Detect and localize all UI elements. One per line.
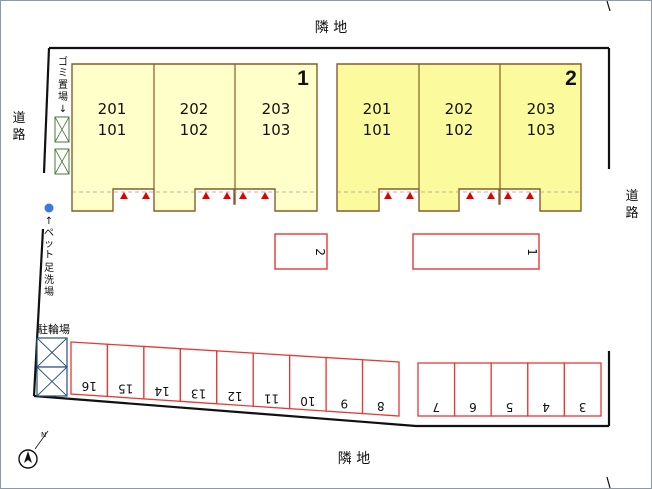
entrance-marker: [384, 192, 392, 199]
svg-text:場: 場: [44, 285, 54, 298]
entrance-marker: [487, 192, 495, 199]
svg-text:洗: 洗: [44, 274, 54, 286]
north-compass-icon: N: [18, 430, 49, 469]
b1-unit-103: 103: [262, 121, 291, 139]
b2-unit-102: 102: [445, 121, 474, 139]
b1-unit-202: 202: [180, 100, 209, 118]
svg-text:ト: ト: [44, 250, 54, 261]
parking-space-label: 12: [227, 389, 242, 403]
parking-row-right: 7 6 5 4 3: [417, 362, 602, 417]
svg-text:ッ: ッ: [44, 239, 54, 250]
b1-unit-203: 203: [262, 100, 291, 118]
b2-unit-203: 203: [527, 100, 556, 118]
entrance-marker: [202, 192, 210, 199]
parking-space-label: 14: [154, 384, 169, 398]
pet-wash-dot: [44, 203, 54, 213]
building-2-outline: [336, 63, 582, 212]
site-boundary-south: [33, 394, 609, 428]
svg-text:置: 置: [58, 79, 68, 91]
parking-space: [361, 359, 400, 417]
entrance-marker: [223, 192, 231, 199]
parking-space-label: 4: [542, 400, 550, 414]
parking-space-label: 9: [341, 396, 349, 410]
bicycle-rack-upper: [36, 337, 68, 368]
b1-unit-101: 101: [98, 121, 127, 139]
road-left-label-2: 路: [12, 127, 25, 143]
b1-unit-201: 201: [98, 100, 127, 118]
pet-wash-label: ↑ ペ ッ ト 足 洗 場: [44, 216, 54, 298]
svg-text:ペ: ペ: [44, 228, 54, 239]
entrance-marker: [406, 192, 414, 199]
building-1: 1 201 101 202 102 203 103: [71, 63, 318, 212]
svg-text:N: N: [41, 431, 46, 439]
entrance-markers: [120, 192, 534, 199]
svg-text:場: 場: [58, 90, 68, 103]
b1-unit-102: 102: [180, 121, 209, 139]
garbage-label: ゴ ミ 置 場 ↓: [58, 55, 68, 115]
building-2-number: 2: [565, 67, 577, 90]
bottom-right-edge: [606, 476, 611, 488]
site-boundary-west-lower: [32, 228, 45, 397]
entrance-marker: [142, 192, 150, 199]
building-1-outline: [71, 63, 318, 212]
b2-unit-201: 201: [363, 100, 392, 118]
parking-space-label: 3: [579, 400, 587, 414]
road-right-label-1: 道: [625, 189, 638, 204]
parking-space-1: 1: [412, 233, 540, 270]
parking-space-label: 10: [300, 394, 315, 408]
parking-space-label: 13: [191, 387, 206, 401]
entrance-marker: [526, 192, 534, 199]
building-1-number: 1: [297, 67, 309, 90]
entrance-marker: [239, 192, 247, 199]
svg-text:ゴ: ゴ: [58, 55, 68, 68]
b2-unit-101: 101: [363, 121, 392, 139]
road-right-label-2: 路: [625, 205, 638, 221]
parking-row-left: 16 15 14 13 12 11 10 9 8: [70, 341, 400, 417]
road-left-label-1: 道: [12, 111, 25, 126]
parking-space-2: 2: [274, 233, 328, 270]
neighbor-bottom-label: 隣 地: [338, 451, 370, 467]
bicycle-rack-lower: [36, 366, 68, 397]
parking-space-label: 7: [432, 400, 440, 414]
entrance-marker: [466, 192, 474, 199]
parking-space-label: 11: [264, 391, 279, 405]
parking-space: [527, 362, 566, 417]
svg-text:2: 2: [313, 248, 327, 256]
parking-space-label: 6: [469, 400, 477, 414]
parking-space: [490, 362, 529, 417]
top-right-edge: [606, 1, 611, 12]
parking-space-label: 16: [82, 379, 97, 393]
parking-space-label: 8: [377, 399, 385, 413]
b2-unit-103: 103: [527, 121, 556, 139]
entrance-marker: [504, 192, 512, 199]
garbage-bin-lower: [54, 148, 70, 175]
parking-space: [453, 362, 492, 417]
svg-text:↑: ↑: [45, 216, 53, 227]
parking-space-label: 15: [118, 382, 133, 396]
svg-text:ミ: ミ: [58, 68, 68, 79]
site-boundary-west: [42, 47, 51, 174]
neighbor-top-label: 隣 地: [315, 20, 347, 36]
svg-text:足: 足: [44, 262, 54, 274]
building-2: 2 201 101 202 102 203 103: [336, 63, 582, 212]
parking-space-label: 5: [506, 400, 514, 414]
garbage-bin-upper: [54, 116, 70, 143]
parking-space: [417, 362, 456, 417]
b2-unit-202: 202: [445, 100, 474, 118]
entrance-marker: [120, 192, 128, 199]
entrance-marker: [261, 192, 269, 199]
svg-text:1: 1: [525, 248, 539, 256]
svg-text:↓: ↓: [59, 104, 67, 115]
parking-space: [563, 362, 602, 417]
bicycle-parking-label: 駐輪場: [37, 322, 70, 336]
